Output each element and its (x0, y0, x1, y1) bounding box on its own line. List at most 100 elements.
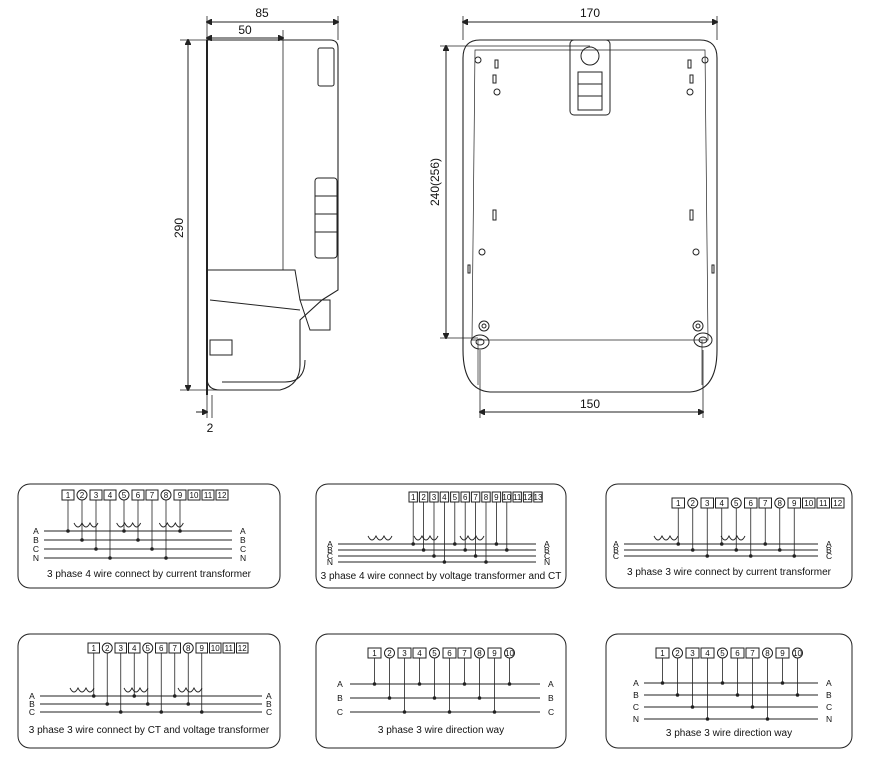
terminal-number: 5 (453, 493, 458, 502)
terminal-number: 13 (534, 493, 543, 502)
terminal-number: 9 (780, 649, 785, 658)
line-label-right: C (240, 544, 246, 554)
terminal-number: 2 (80, 491, 85, 500)
ct-coil (116, 521, 142, 528)
line-label-right: C (266, 707, 272, 717)
terminal-number: 9 (200, 644, 205, 653)
side-view (180, 16, 338, 418)
terminal-number: 11 (225, 644, 234, 653)
line-label-left: N (33, 553, 39, 563)
terminal-number: 11 (513, 493, 522, 502)
terminal-number: 5 (122, 491, 127, 500)
line-label-left: N (633, 714, 639, 724)
panel-frame (315, 633, 567, 749)
line-label-left: B (613, 545, 619, 555)
terminal-box (816, 497, 830, 509)
panel-frame (17, 633, 281, 749)
line-label-right: C (548, 707, 554, 717)
panel-frame (605, 483, 853, 589)
front-mount-label: 150 (580, 397, 600, 411)
terminal-number: 3 (94, 491, 99, 500)
ct-coil (720, 534, 746, 541)
line-label-right: A (240, 526, 246, 536)
line-label-left: B (633, 690, 639, 700)
front-height-label: 240(256) (428, 158, 442, 206)
line-label-right: A (266, 691, 272, 701)
panel-frame (605, 633, 853, 749)
terminal-number: 10 (190, 491, 199, 500)
line-label-left: C (327, 551, 333, 561)
terminal-number: 6 (735, 649, 740, 658)
terminal-number: 3 (690, 649, 695, 658)
terminal-box (201, 489, 215, 501)
ct-coil (177, 686, 203, 693)
terminal-number: 2 (387, 649, 392, 658)
terminal-number: 4 (108, 491, 113, 500)
line-label-right: B (544, 545, 550, 555)
side-inner-label: 50 (238, 23, 252, 37)
line-label-left: A (327, 539, 333, 549)
terminal-number: 1 (372, 649, 377, 658)
line-label-right: B (240, 535, 246, 545)
terminal-number: 6 (463, 493, 468, 502)
terminal-number: 5 (432, 649, 437, 658)
line-label-left: C (33, 544, 39, 554)
line-label-right: A (826, 678, 832, 688)
line-label-left: C (633, 702, 639, 712)
terminal-number: 8 (778, 499, 783, 508)
terminal-number: 3 (432, 493, 437, 502)
panel-caption: 3 phase 4 wire connect by current transf… (47, 569, 252, 580)
terminal-box (236, 642, 249, 654)
terminal-number: 7 (473, 493, 478, 502)
line-label-left: C (337, 707, 343, 717)
terminal-number: 2 (105, 644, 110, 653)
terminal-number: 7 (763, 499, 768, 508)
line-label-left: C (613, 551, 619, 561)
terminal-number: 6 (159, 644, 164, 653)
terminal-number: 1 (660, 649, 665, 658)
side-thickness-label: 2 (207, 421, 214, 435)
terminal-number: 5 (720, 649, 725, 658)
line-label-left: A (633, 678, 639, 688)
ct-coil (123, 686, 149, 693)
terminal-number: 4 (417, 649, 422, 658)
ct-coil (459, 534, 485, 541)
terminal-box (831, 497, 845, 509)
terminal-number: 3 (119, 644, 124, 653)
ct-coil (653, 534, 679, 541)
line-label-right: N (240, 553, 246, 563)
terminal-number: 10 (211, 644, 220, 653)
terminal-number: 1 (411, 493, 416, 502)
terminal-number: 10 (804, 499, 813, 508)
terminal-number: 7 (750, 649, 755, 658)
line-label-right: B (826, 690, 832, 700)
panel-caption: 3 phase 4 wire connect by voltage transf… (321, 571, 562, 582)
line-label-right: C (826, 551, 832, 561)
line-label-left: A (29, 691, 35, 701)
terminal-box (222, 642, 235, 654)
terminal-number: 6 (447, 649, 452, 658)
line-label-left: A (613, 539, 619, 549)
line-label-left: B (33, 535, 39, 545)
terminal-number: 12 (238, 644, 247, 653)
terminal-number: 10 (793, 649, 802, 658)
ct-coil (69, 686, 95, 693)
terminal-number: 5 (146, 644, 151, 653)
terminal-box (209, 642, 222, 654)
line-label-right: A (826, 539, 832, 549)
terminal-box (215, 489, 229, 501)
terminal-number: 7 (150, 491, 155, 500)
terminal-box (522, 491, 533, 503)
terminal-number: 9 (492, 649, 497, 658)
terminal-number: 4 (132, 644, 137, 653)
panel-frame (315, 483, 567, 589)
side-width-label: 85 (255, 6, 269, 20)
terminal-number: 9 (792, 499, 797, 508)
terminal-number: 8 (484, 493, 489, 502)
terminal-number: 10 (502, 493, 511, 502)
line-label-right: C (826, 702, 832, 712)
